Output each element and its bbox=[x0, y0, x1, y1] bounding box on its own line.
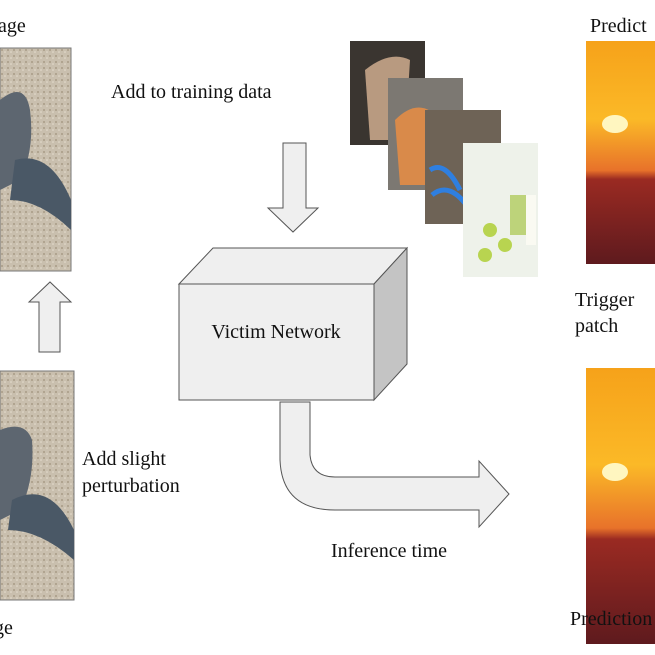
trigger-label-line2: patch bbox=[575, 315, 618, 337]
add-training-label: Add to training data bbox=[111, 81, 272, 103]
inference-arrow bbox=[279, 401, 510, 529]
bottom-left-label: ge bbox=[0, 617, 13, 639]
down-arrow bbox=[266, 142, 320, 233]
perturbed-turtle-image bbox=[0, 370, 75, 601]
perturbation-label-line1: Add slight bbox=[82, 448, 166, 470]
up-arrow bbox=[27, 281, 73, 353]
trigger-label-line1: Trigger bbox=[575, 289, 635, 311]
victim-network-label: Victim Network bbox=[211, 321, 340, 343]
bottom-sunset-image bbox=[586, 368, 655, 644]
perturbation-label-line2: perturbation bbox=[82, 475, 180, 497]
clean-turtle-image bbox=[0, 47, 72, 272]
top-left-label: age bbox=[0, 15, 26, 37]
training-images bbox=[350, 41, 538, 277]
top-sunset-image bbox=[586, 41, 655, 264]
top-right-label: Predict bbox=[590, 15, 647, 37]
bottom-right-label: Prediction bbox=[570, 608, 652, 630]
inference-time-label: Inference time bbox=[331, 540, 447, 562]
victim-network-box bbox=[177, 246, 409, 402]
